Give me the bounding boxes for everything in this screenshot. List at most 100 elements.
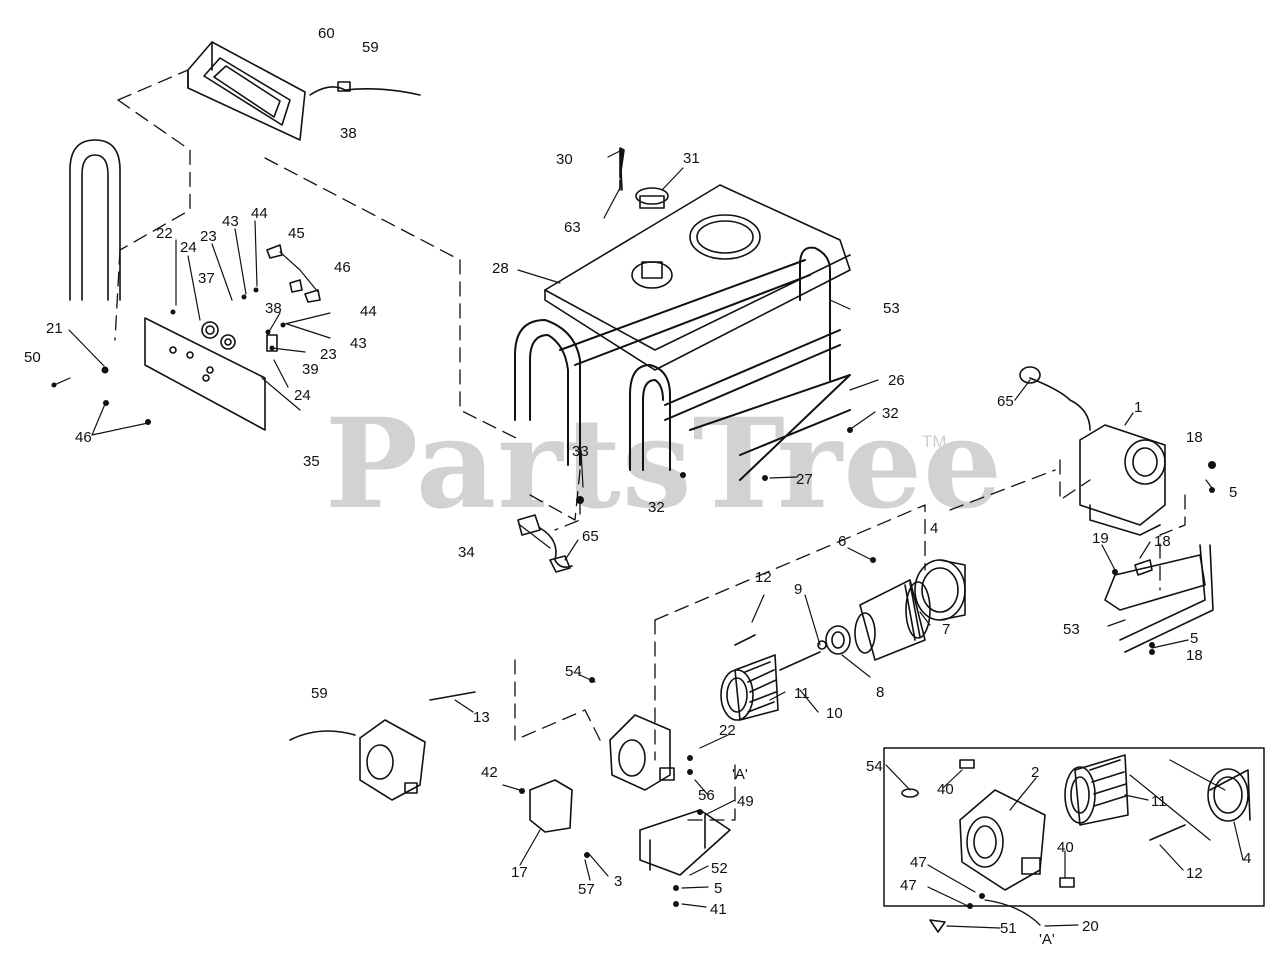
cover-part-17: [529, 779, 573, 833]
panel-cover-part-38: [187, 41, 306, 141]
callout-label: 53: [1063, 621, 1080, 638]
callout-label: 43: [222, 213, 239, 230]
end-bell-part-4: [914, 559, 966, 621]
callout-label: 4: [930, 520, 938, 537]
callout-label: 47: [910, 854, 927, 871]
callout-label: 22: [719, 722, 736, 739]
callout-label: 17: [511, 864, 528, 881]
callout-label: 7: [942, 621, 950, 638]
callout-label: 59: [311, 685, 328, 702]
callout-label: 38: [340, 125, 357, 142]
callout-label: 45: [288, 225, 305, 242]
callout-label: 63: [564, 219, 581, 236]
callout-label: 'A': [1039, 931, 1055, 948]
callout-label: 5: [714, 880, 722, 897]
stator-part-11: [720, 654, 779, 721]
callout-label: 40: [1057, 839, 1074, 856]
callout-label: 47: [900, 877, 917, 894]
callout-label: 38: [265, 300, 282, 317]
callout-label: 20: [1082, 918, 1099, 935]
callout-label: 28: [492, 260, 509, 277]
callout-leaders: [51, 149, 1244, 929]
callout-label: 43: [350, 335, 367, 352]
control-panel-part-35: [144, 244, 321, 431]
callout-label: 13: [473, 709, 490, 726]
callout-label: 46: [334, 259, 351, 276]
callout-label: 54: [565, 663, 582, 680]
callout-label: 59: [362, 39, 379, 56]
callout-label: 30: [556, 151, 573, 168]
callout-label: 24: [180, 239, 197, 256]
callout-label: 54: [866, 758, 883, 775]
support-foot-part-52: [639, 809, 731, 876]
callout-label: 39: [302, 361, 319, 378]
inset-pin-part-12: [1149, 824, 1186, 841]
callout-label: 37: [198, 270, 215, 287]
callout-label: 32: [882, 405, 899, 422]
callout-label: 52: [711, 860, 728, 877]
callout-label: 10: [826, 705, 843, 722]
handle-frame-left: [69, 139, 121, 301]
callout-label: 57: [578, 881, 595, 898]
wire-part-59: [309, 86, 421, 96]
callout-label: 11: [794, 685, 810, 702]
inset-adapter-part-2: [959, 789, 1046, 891]
callout-label: 2: [1031, 764, 1039, 781]
component-part-1: [1019, 366, 1166, 536]
inset-stator-part-11: [1064, 754, 1129, 826]
callout-label: 23: [320, 346, 337, 363]
callout-label: 51: [1000, 920, 1017, 937]
fan-housing-part-59: [289, 719, 426, 801]
inset-leader-lines: [1129, 759, 1226, 841]
watermark: PartsTree: [325, 392, 1004, 537]
inset-end-bell-part-4: [1207, 768, 1251, 822]
callout-label: 18: [1154, 533, 1171, 550]
screw-part-30: [619, 147, 625, 179]
callout-label: 44: [251, 205, 268, 222]
callout-label: 33: [572, 443, 589, 460]
callout-label: 41: [710, 901, 727, 918]
fuel-tank-part-28: [544, 149, 851, 371]
assembly-guides-middle: [514, 459, 1186, 821]
callout-label: 11: [1151, 793, 1167, 810]
callout-label: 40: [937, 781, 954, 798]
callout-label: 8: [876, 684, 884, 701]
callout-label: 3: [614, 873, 622, 890]
callout-label: 65: [582, 528, 599, 545]
inset-part-51: [929, 919, 946, 933]
callout-label: 1: [1134, 399, 1142, 416]
connector-part-59: [337, 81, 351, 92]
callout-label: 53: [883, 300, 900, 317]
rotor-part-7: [817, 579, 931, 661]
pin-part-12: [734, 634, 756, 646]
inset-detail-frame: [883, 747, 1265, 907]
callout-label: 34: [458, 544, 475, 561]
receptacle-part-34: [517, 514, 573, 573]
callout-label: 56: [698, 787, 715, 804]
callout-label: 24: [294, 387, 311, 404]
callout-label: 32: [648, 499, 665, 516]
callout-label: 21: [46, 320, 63, 337]
callout-label: 12: [755, 569, 772, 586]
callout-label: 26: [888, 372, 905, 389]
callout-label: 6: [838, 533, 846, 550]
callout-label: 60: [318, 25, 335, 42]
callout-label: 5: [1229, 484, 1237, 501]
bolt-part-10: [779, 651, 821, 671]
callout-label: 31: [683, 150, 700, 167]
watermark-trademark: TM: [922, 432, 947, 451]
callout-label: 50: [24, 349, 41, 366]
callout-label: 'A': [732, 766, 748, 783]
adapter-part-2: [609, 714, 675, 791]
callout-label: 49: [737, 793, 754, 810]
callout-label: 4: [1243, 850, 1251, 867]
bolt-part-13: [429, 691, 476, 701]
callout-label: 22: [156, 225, 173, 242]
main-frame-part-53: [514, 246, 851, 481]
callout-label: 18: [1186, 429, 1203, 446]
callout-label: 35: [303, 453, 320, 470]
callout-label: 5: [1190, 630, 1198, 647]
callout-label: 44: [360, 303, 377, 320]
